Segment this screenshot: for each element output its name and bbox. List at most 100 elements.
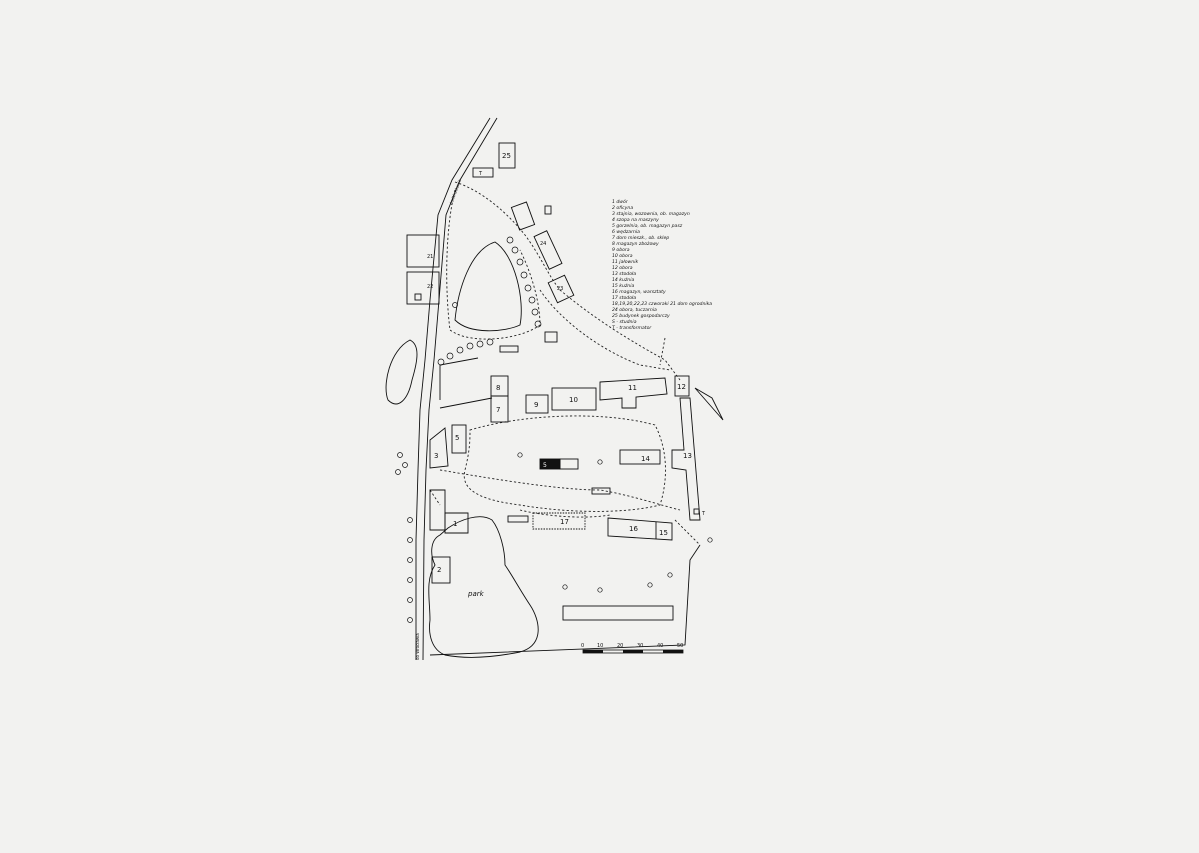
building-13: [619, 449, 661, 465]
svg-text:2: 2: [437, 566, 441, 574]
building-21: [547, 274, 575, 304]
central-yard-loop: [463, 415, 666, 512]
garden-fence: [439, 397, 493, 409]
svg-text:7: 7: [496, 406, 500, 414]
building-16: [607, 517, 673, 541]
svg-text:7 dom mieszk., ob. sklep: 7 dom mieszk., ob. sklep: [612, 235, 669, 241]
building-4: [429, 489, 446, 531]
building-9: [551, 387, 597, 411]
shed-yard: [499, 345, 519, 353]
svg-text:0: 0: [581, 643, 584, 649]
park-outline: [428, 516, 539, 658]
building-8: [525, 394, 549, 414]
svg-text:9: 9: [534, 401, 538, 409]
path-yard-cross: [439, 469, 681, 511]
building-22: [533, 230, 563, 270]
svg-text:25 budynek gospodarczy: 25 budynek gospodarczy: [612, 313, 670, 319]
svg-text:17 stodoła: 17 stodoła: [612, 295, 636, 301]
svg-text:6 wędzarnia: 6 wędzarnia: [612, 229, 640, 235]
path-se: [674, 519, 701, 546]
svg-text:15 kuźnia: 15 kuźnia: [612, 282, 634, 289]
shed-north: [544, 205, 552, 215]
map-legend: 1 dwór 2 oficyna 3 stajnia, wozownia, ob…: [612, 198, 712, 331]
svg-text:13: 13: [683, 452, 692, 460]
svg-text:11 jałownik: 11 jałownik: [612, 259, 638, 265]
svg-text:8: 8: [496, 384, 500, 392]
svg-text:8 magazyn zbożowy: 8 magazyn zbożowy: [612, 241, 659, 247]
svg-text:25: 25: [502, 152, 511, 160]
svg-text:10 obora: 10 obora: [612, 253, 633, 259]
path-stub: [659, 337, 666, 366]
svg-text:23: 23: [557, 286, 563, 292]
building-4-west: [451, 424, 467, 454]
building-11: [674, 375, 690, 397]
path-around-pond: [446, 189, 541, 340]
transformer: [693, 508, 700, 515]
building-23: [498, 142, 516, 169]
svg-text:11: 11: [628, 384, 637, 392]
svg-text:17: 17: [560, 518, 569, 526]
building-2: [431, 556, 451, 584]
svg-text:16: 16: [629, 525, 638, 533]
svg-text:T: T: [701, 511, 706, 517]
park-label: park: [467, 590, 485, 598]
pond: [454, 241, 522, 332]
svg-text:21: 21: [427, 254, 433, 260]
svg-text:13 stodoła: 13 stodoła: [612, 271, 636, 277]
svg-text:22: 22: [427, 284, 433, 290]
svg-text:3 stajnia, wozownia, ob. maga: 3 stajnia, wozownia, ob. magazyn: [612, 211, 690, 217]
north-arrow: [694, 387, 724, 421]
estate-boundary: [429, 544, 701, 656]
svg-text:20: 20: [617, 643, 623, 649]
svg-text:12 obora: 12 obora: [612, 265, 633, 271]
west-road-edge-inner: [422, 117, 498, 661]
west-lake: [385, 339, 418, 405]
svg-text:18,19,20,22,23 czworaki 21 d: 18,19,20,22,23 czworaki 21 dom ogrodnika: [612, 301, 712, 307]
building-5-annex: [559, 458, 579, 470]
svg-text:T - transformator: T - transformator: [612, 325, 652, 331]
building-19: [406, 234, 440, 268]
svg-text:15: 15: [659, 529, 668, 537]
svg-text:5: 5: [455, 434, 459, 442]
road-label-south: do Wrocławia: [415, 633, 420, 660]
svg-text:10: 10: [597, 643, 603, 649]
shed-yard-2: [591, 487, 611, 495]
tree-row: [395, 236, 542, 623]
svg-text:14 kuźnia: 14 kuźnia: [612, 276, 634, 283]
south-orchard-strip: [562, 605, 674, 621]
svg-text:3: 3: [434, 452, 438, 460]
building-3: [429, 427, 449, 469]
svg-text:16 magazyn, warsztaty: 16 magazyn, warsztaty: [612, 289, 666, 295]
svg-text:1: 1: [453, 520, 457, 528]
svg-text:14: 14: [641, 455, 650, 463]
building-25: [510, 201, 536, 231]
building-20: [406, 271, 440, 305]
path-gate: [429, 489, 441, 506]
path-south: [519, 509, 611, 518]
scale-bar: 0 10 20 30 40 50: [581, 643, 684, 654]
path-east-link: [539, 289, 671, 371]
svg-text:12: 12: [677, 383, 686, 391]
svg-text:5 gorzelnia, ob. magazyn pasz: 5 gorzelnia, ob. magazyn pasz: [612, 223, 683, 229]
svg-text:1 dwór: 1 dwór: [612, 198, 629, 205]
svg-text:24: 24: [540, 241, 546, 247]
path-north-east: [454, 181, 681, 381]
building-17: [532, 512, 586, 530]
svg-text:9 obora: 9 obora: [612, 247, 630, 253]
svg-text:T: T: [478, 171, 483, 177]
buildings: 25 T 24 23 21 22 8 7 9 10 11: [406, 142, 706, 584]
shed-west: [414, 293, 422, 301]
building-12: [671, 397, 701, 521]
svg-text:40: 40: [657, 643, 663, 649]
svg-text:10: 10: [569, 396, 578, 404]
garden-boundary: [439, 357, 479, 400]
shed-yard-3: [507, 515, 529, 523]
building-24: [472, 167, 494, 178]
svg-text:5: 5: [543, 462, 547, 469]
svg-text:S - studnia: S - studnia: [612, 319, 637, 325]
building-10: [599, 377, 668, 409]
west-road-edge-outer: [415, 117, 491, 660]
wells: [517, 452, 713, 593]
